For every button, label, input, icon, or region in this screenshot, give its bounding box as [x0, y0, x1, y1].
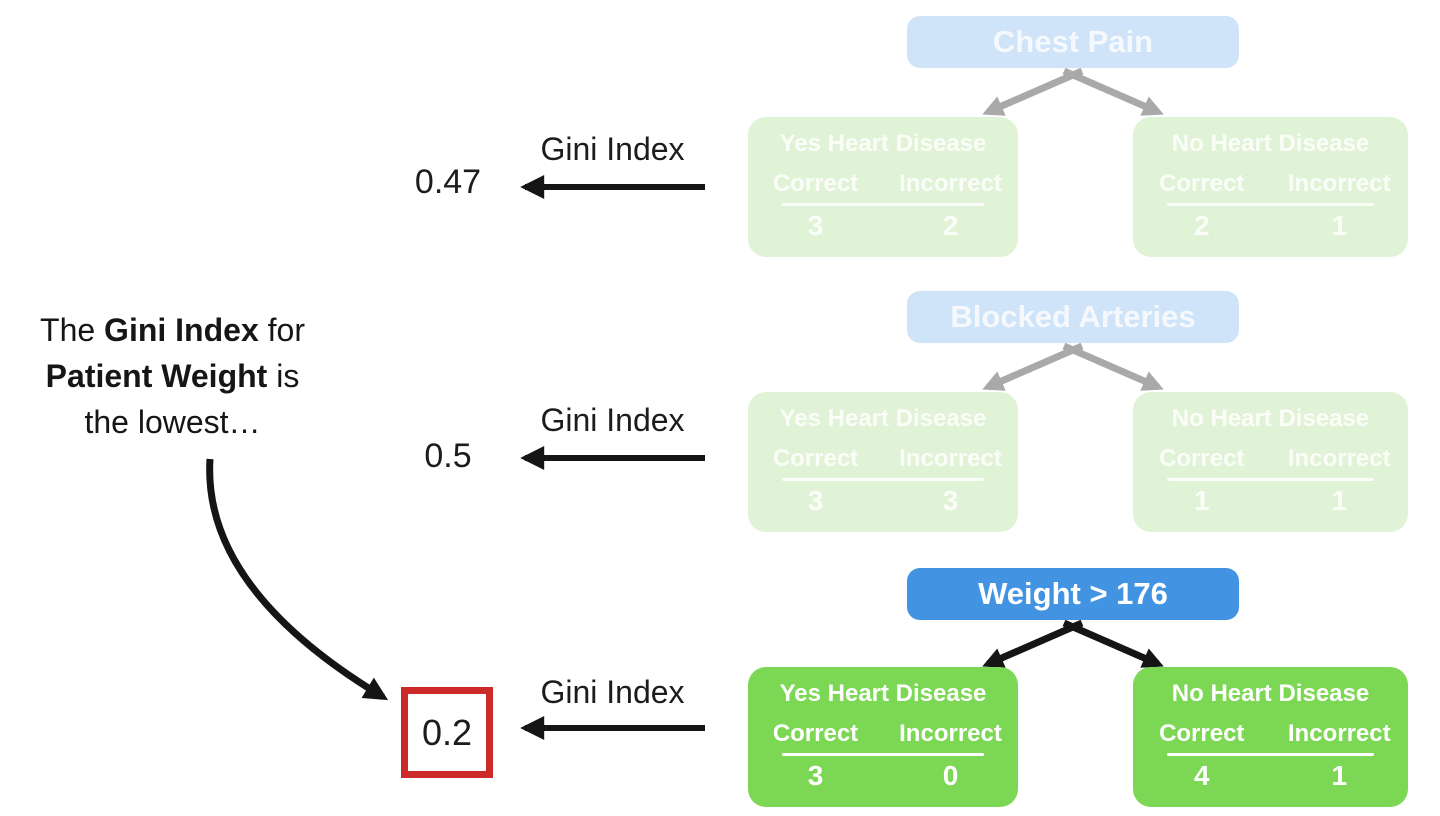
- curved-pointer-arrow-icon: [206, 458, 389, 701]
- fraction-divider: [1167, 753, 1374, 756]
- branch-arrows-icon: [982, 68, 1164, 116]
- tree-root-blocked-arteries: Blocked Arteries: [907, 291, 1239, 343]
- tree-root-weight-176: Weight > 176: [907, 568, 1239, 620]
- leaf-title: Yes Heart Disease: [779, 405, 987, 432]
- annotation-line-1: The Gini Index for: [40, 312, 305, 348]
- fraction-divider: [1167, 478, 1374, 481]
- gini-arrow-icon: [520, 446, 705, 470]
- fraction-divider: [781, 203, 985, 206]
- fraction-divider: [781, 478, 985, 481]
- leaf-title: No Heart Disease: [1171, 680, 1370, 707]
- leaf-title: Yes Heart Disease: [779, 680, 987, 707]
- gini-value-blocked-arteries: 0.5: [424, 437, 472, 475]
- leaf-title: Yes Heart Disease: [779, 130, 987, 157]
- gini-index-label: Gini Index: [540, 674, 685, 710]
- annotation-line-2: Patient Weight is: [45, 358, 300, 394]
- gini-index-label: Gini Index: [540, 131, 685, 167]
- tree-root-chest-pain: Chest Pain: [907, 16, 1239, 68]
- lowest-gini-highlight-box: 0.2: [401, 687, 493, 778]
- leaf-title: No Heart Disease: [1171, 405, 1370, 432]
- gini-arrow-icon: [520, 175, 705, 199]
- gini-index-label: Gini Index: [540, 402, 685, 438]
- gini-value-weight: 0.2: [421, 711, 473, 753]
- gini-value-chest-pain: 0.47: [414, 163, 482, 201]
- branch-arrows-icon: [982, 343, 1164, 391]
- gini-arrow-icon: [520, 716, 705, 740]
- fraction-divider: [1167, 203, 1374, 206]
- leaf-title: No Heart Disease: [1171, 130, 1370, 157]
- fraction-divider: [781, 753, 985, 756]
- branch-arrows-icon: [982, 620, 1164, 668]
- annotation-text: The Gini Index for Patient Weight is the…: [5, 307, 340, 445]
- annotation-line-3: the lowest…: [84, 404, 261, 440]
